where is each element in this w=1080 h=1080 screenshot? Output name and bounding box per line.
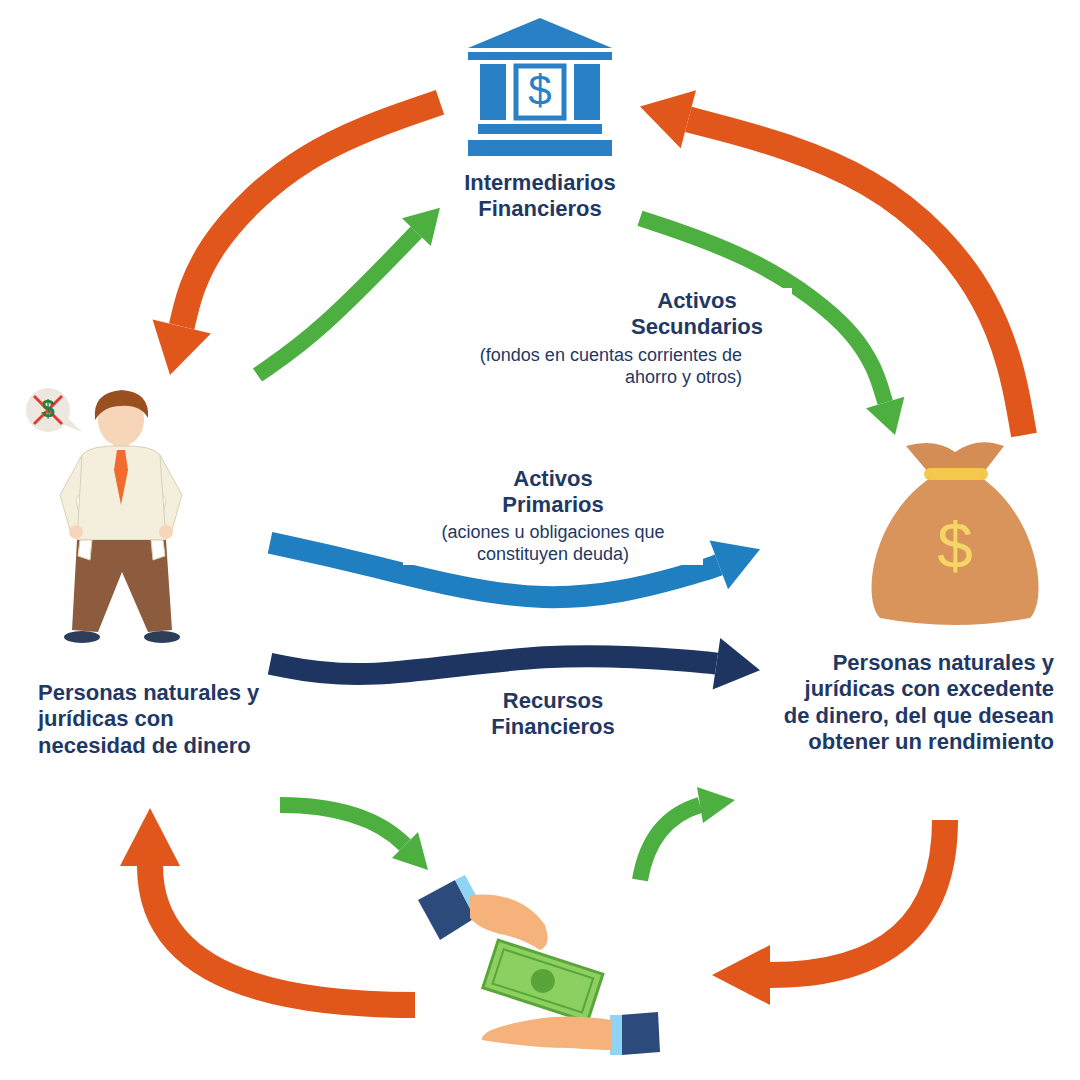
cycle-arrow (640, 805, 700, 880)
speech-bubble (26, 388, 70, 432)
giving-hand (470, 894, 548, 950)
cycle-arrow (280, 805, 405, 845)
arrow-head (712, 945, 770, 1005)
arrow-head (697, 787, 735, 823)
flow-arrow (258, 208, 441, 375)
empty-pocket (78, 540, 92, 560)
bank-panel (516, 66, 564, 118)
person-hand (159, 525, 173, 539)
empty-pocket (151, 540, 165, 560)
banknote (483, 940, 603, 1022)
bag-band (924, 468, 988, 480)
dollar-sign: $ (927, 508, 983, 585)
flow-note: (fondos en cuentas corrientes de ahorro … (467, 345, 742, 388)
bank-roof (468, 18, 612, 48)
bag-top (906, 442, 1004, 472)
flow-party: Personas naturales y jurídicas con neces… (20, 375, 270, 765)
cycle-arrow (150, 866, 415, 1005)
flow-note: (aciones u obligaciones que constituyen … (403, 522, 703, 565)
arrow-head (713, 638, 760, 689)
arrow-head (710, 541, 760, 590)
arrow-head (392, 832, 428, 870)
arrow-shaft (258, 232, 417, 375)
receiving-hand (482, 1016, 612, 1050)
sleeve (620, 1012, 660, 1055)
arrow-shaft (182, 102, 440, 326)
flow-party: Personas naturales y jurídicas con exced… (760, 435, 1060, 762)
banknote-frame (493, 949, 594, 1012)
person-tie (114, 450, 128, 505)
person-pants (72, 540, 172, 632)
flow-label: Recursos Financieros (473, 688, 633, 741)
cycle-arrow (770, 820, 945, 975)
bank-column (574, 64, 600, 120)
bank-base (468, 140, 612, 156)
bank-column (480, 64, 506, 120)
party-name: Personas naturales y jurídicas con neces… (38, 680, 260, 759)
party-name: Personas naturales y jurídicas con exced… (774, 650, 1054, 756)
arrow-head (120, 808, 180, 866)
person-hair (95, 390, 148, 420)
flow-arrow (270, 638, 760, 689)
bag-body (872, 478, 1039, 625)
flow-label: Activos Primarios (468, 466, 638, 519)
person-shoe (64, 631, 100, 643)
cross-line (34, 396, 62, 424)
arrow-head (640, 90, 696, 148)
dollar-sign: $ (520, 66, 560, 116)
flow-arrow (152, 102, 440, 375)
bank-step (478, 124, 602, 134)
arrow-head (152, 319, 210, 375)
banknote-paper (483, 940, 603, 1022)
party-name: Intermediarios Financieros (454, 170, 626, 223)
banknote-seal (528, 966, 558, 996)
dollar-sign: $ (33, 395, 63, 424)
person-hand (69, 525, 83, 539)
flow-party: Intermediarios Financieros (440, 18, 640, 229)
person-shirt (77, 446, 166, 540)
cross-line (34, 396, 62, 424)
person-shoe (144, 631, 180, 643)
bubble-tail (62, 418, 82, 432)
flow-label: Activos Secundarios (602, 288, 792, 341)
bank-beam (468, 52, 612, 60)
arrow-head (402, 208, 440, 246)
arrow-shaft (270, 656, 716, 674)
arrow-head (866, 397, 904, 435)
